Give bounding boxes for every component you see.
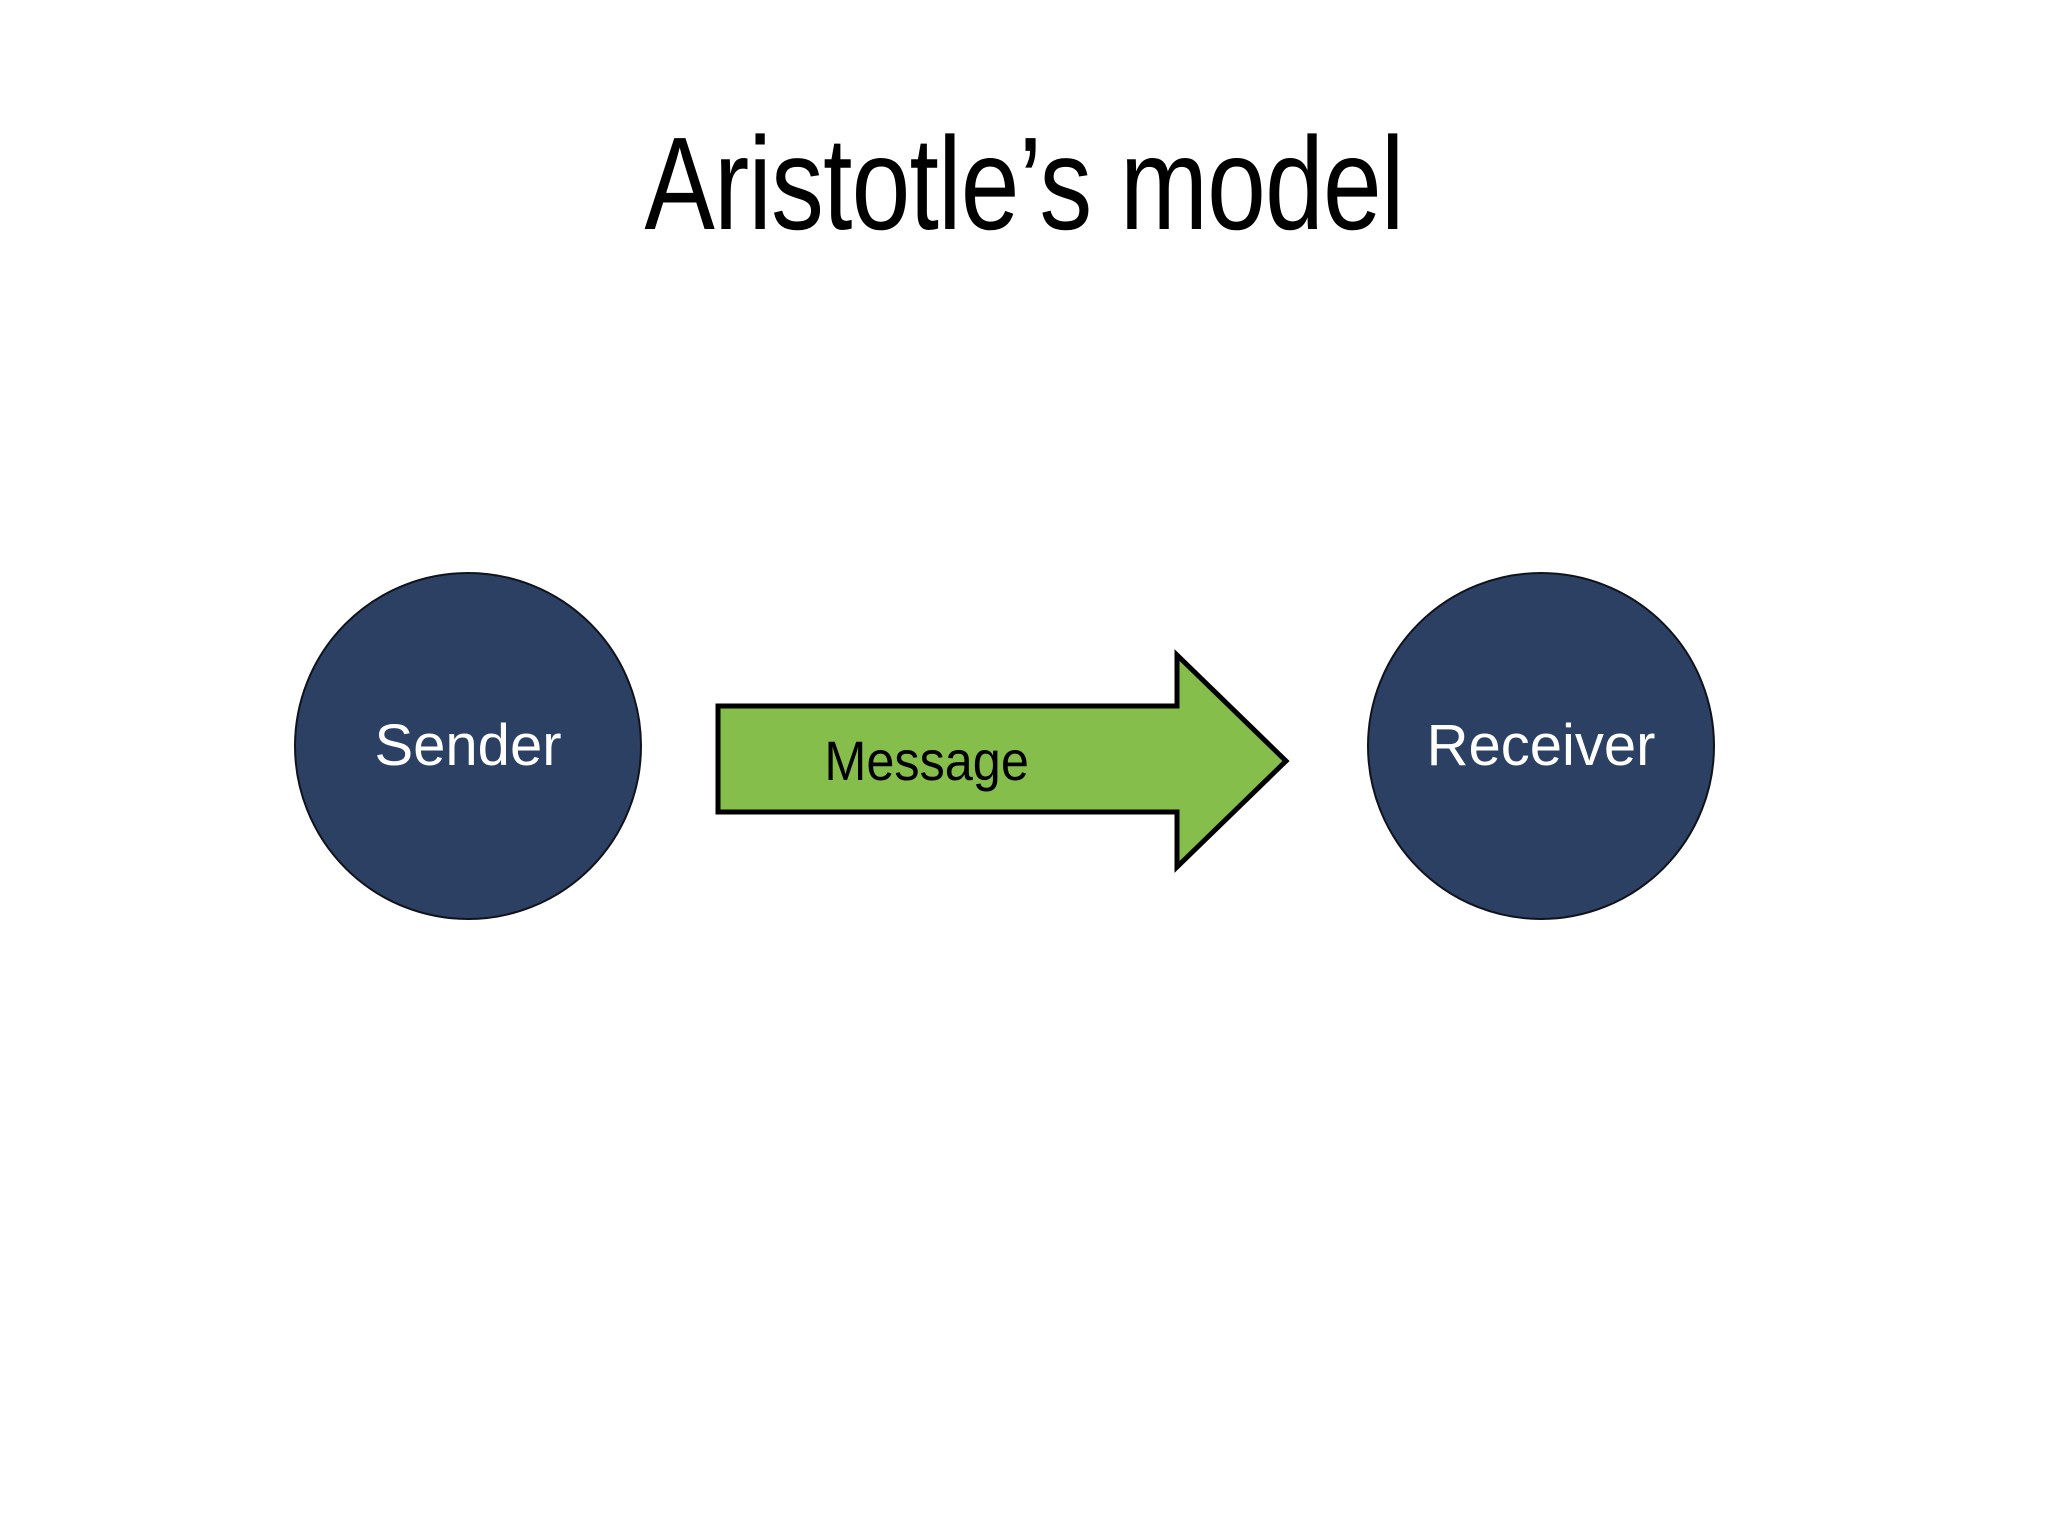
- sender-node[interactable]: Sender: [294, 572, 642, 920]
- message-arrow[interactable]: Message: [710, 645, 1294, 877]
- right-arrow-icon: [715, 649, 1290, 873]
- receiver-node-label: Receiver: [1426, 713, 1656, 778]
- sender-node-label: Sender: [374, 713, 562, 778]
- page-title: Aristotle’s model: [644, 110, 1404, 257]
- receiver-node[interactable]: Receiver: [1367, 572, 1715, 920]
